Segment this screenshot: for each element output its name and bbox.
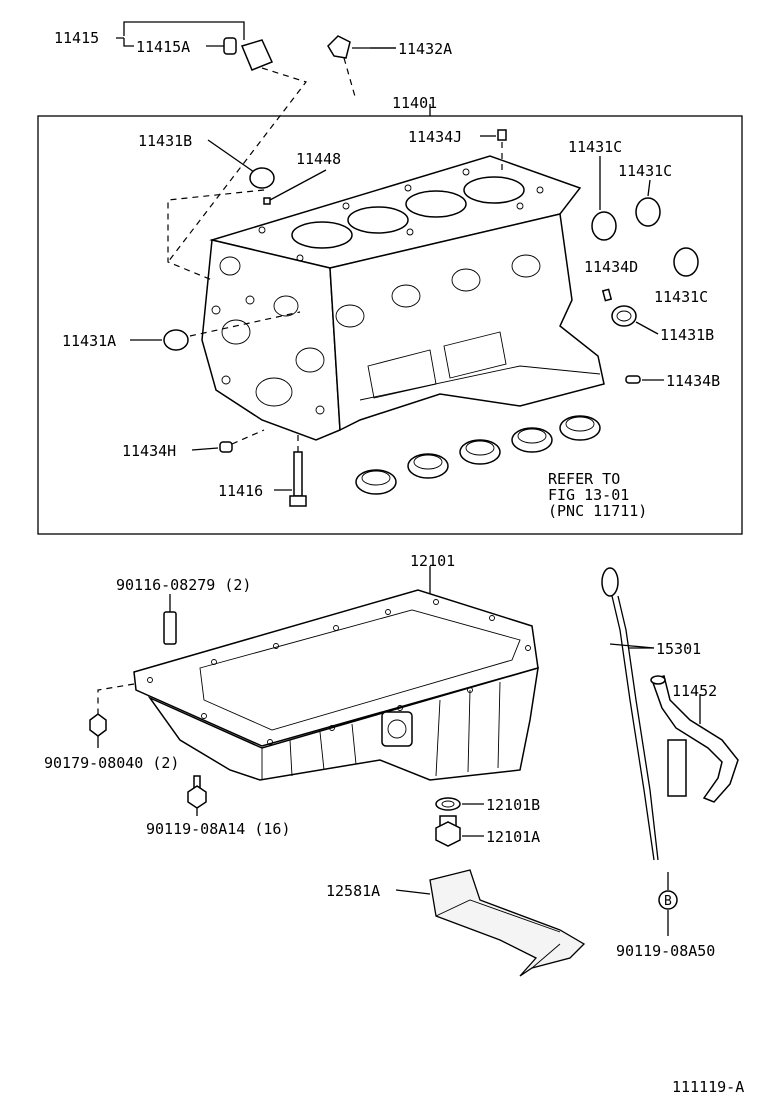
label-90116-08279: 90116-08279 (2) [116,576,251,594]
label-11415: 11415 [54,29,99,47]
part-11452-guide [650,675,739,803]
label-12581A: 12581A [326,882,380,900]
label-11434B: 11434B [666,372,720,390]
label-11434H: 11434H [122,442,176,460]
label-11448: 11448 [296,150,341,168]
figure-code: 111119-A [672,1078,744,1096]
label-pnc-11711: (PNC 11711) [548,502,647,520]
label-11431B-right: 11431B [660,326,714,344]
part-12101B-gasket [435,797,484,811]
callout-b-circle [658,890,678,910]
label-12101: 12101 [410,552,455,570]
label-fig-13-01: FIG 13-01 [548,486,629,504]
part-11434D-pin [601,288,613,302]
label-90119-08A50: 90119-08A50 [616,942,715,960]
part-11434B-pin [625,375,664,384]
label-11416: 11416 [218,482,263,500]
part-90119-08A14-bolt [187,775,207,816]
label-90179-08040: 90179-08040 (2) [44,754,179,772]
label-circle-b: B [664,894,672,909]
part-90179-nut [89,683,135,748]
part-90119-08A50-bolt [658,872,678,936]
part-11415A-bolt [167,37,307,263]
label-11432A: 11432A [398,40,452,58]
part-11431C-plug-2 [635,179,661,227]
bracket-11415 [116,21,245,47]
part-11448-pin [263,169,327,205]
label-11434D: 11434D [584,258,638,276]
bearing-set [355,415,601,495]
label-11452: 11452 [672,682,717,700]
part-11432A-plug [327,35,396,101]
label-11415A: 11415A [136,38,190,56]
label-11401: 11401 [392,94,437,112]
bearing-4 [511,427,553,453]
part-12101A-drain-plug [435,815,484,847]
bearing-3 [459,439,501,465]
label-11431B-top: 11431B [138,132,192,150]
part-90116-stud [163,594,177,645]
label-90119-08A14: 90119-08A14 (16) [146,820,291,838]
oil-pan-12101 [133,566,539,781]
part-12581A-baffle [395,869,586,977]
label-refer-to: REFER TO [548,470,620,488]
part-11431C-plug-1 [591,156,617,241]
label-12101B: 12101B [486,796,540,814]
part-11431C-plug-3 [673,247,699,277]
block-assembly-frame [37,115,743,535]
bearing-2 [407,453,449,479]
part-11431A-plug [130,311,301,351]
label-11431C-3: 11431C [654,288,708,306]
label-11434J: 11434J [408,128,462,146]
label-11431C-1: 11431C [568,138,622,156]
part-11431B-seal-right [611,305,659,335]
label-11431A: 11431A [62,332,116,350]
part-11434H-pin [191,429,265,453]
label-12101A: 12101A [486,828,540,846]
label-15301: 15301 [656,640,701,658]
part-11431B-plug-top [167,139,275,281]
bearing-5 [559,415,601,441]
label-11431C-2: 11431C [618,162,672,180]
engine-block [201,155,605,441]
part-11416-bolt [274,434,307,507]
bearing-1 [355,469,397,495]
part-15301-dipstick [601,567,659,861]
part-11434J-pin [480,129,507,170]
